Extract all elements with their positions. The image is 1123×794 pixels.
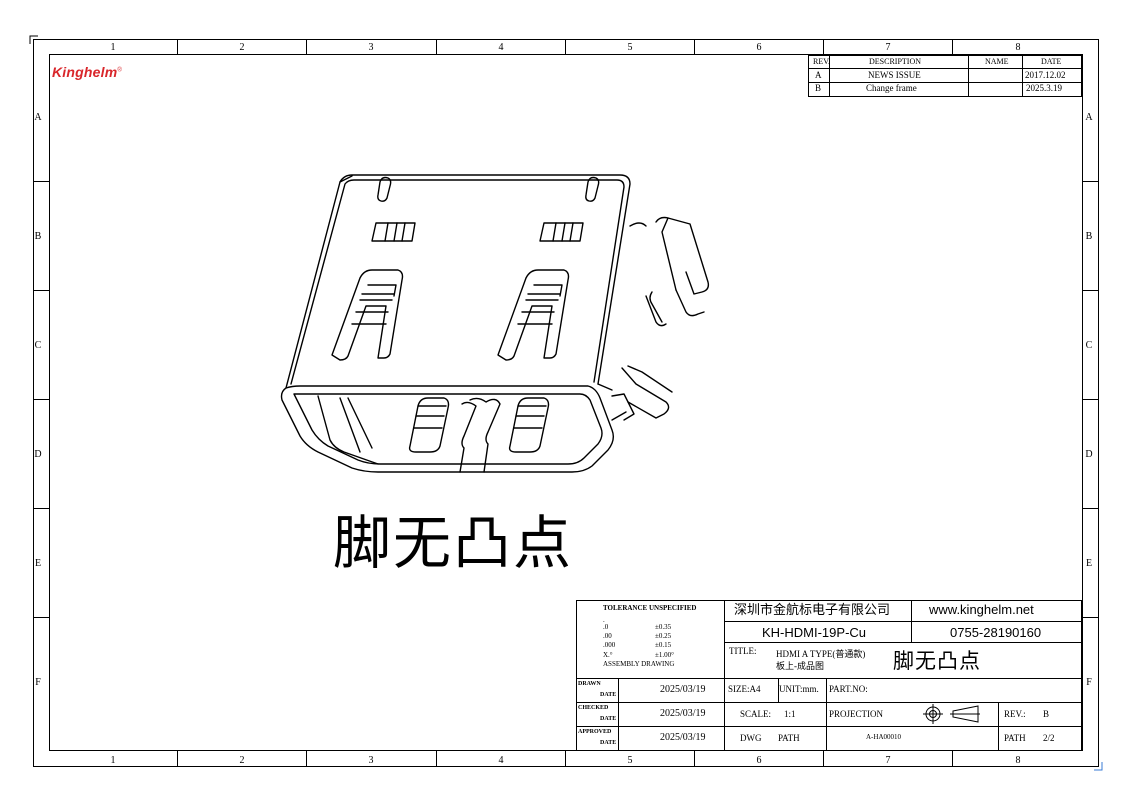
svg-text:1: 1 — [111, 755, 116, 766]
rev-value: B — [1043, 709, 1050, 719]
svg-text:5: 5 — [628, 42, 633, 53]
scale-label: SCALE: — [740, 709, 772, 719]
tolerance-fmt-1: .0 — [603, 623, 609, 631]
sheet-size: SIZE:A4 — [728, 684, 761, 694]
tolerance-val-2: ±0.25 — [655, 632, 672, 640]
scale-value: 1:1 — [784, 709, 796, 719]
title-line-1: HDMI A TYPE(普通款) — [776, 649, 866, 659]
approved-date-label: DATE — [600, 740, 617, 746]
svg-text:3: 3 — [369, 755, 374, 766]
svg-text:3: 3 — [369, 42, 374, 53]
title-block-grid — [576, 600, 1082, 751]
rev-a-description: NEWS ISSUE — [868, 70, 921, 80]
checked-date: 2025/03/19 — [660, 708, 706, 719]
kinghelm-logo: Kinghelm® — [52, 64, 123, 80]
checked-label: CHECKED — [578, 705, 609, 711]
svg-text:6: 6 — [757, 42, 762, 53]
svg-text:A: A — [34, 112, 42, 123]
svg-text:B: B — [1086, 231, 1093, 242]
drawing-note: 脚无凸点 — [333, 509, 574, 577]
svg-text:2: 2 — [240, 755, 245, 766]
rev-b-description: Change frame — [866, 83, 917, 93]
row-ticks — [33, 181, 1099, 618]
part-number: KH-HDMI-19P-Cu — [762, 625, 867, 640]
name-header: NAME — [985, 57, 1009, 66]
projection-label: PROJECTION — [829, 709, 884, 719]
rev-header: REV. — [813, 57, 830, 66]
svg-text:E: E — [35, 558, 41, 569]
svg-text:7: 7 — [886, 42, 891, 53]
tolerance-val-4: ±1.00° — [655, 651, 674, 659]
rev-b-code: B — [815, 83, 822, 93]
corner-mark — [29, 35, 38, 44]
phone-number: 0755-28190160 — [950, 625, 1042, 640]
svg-text:4: 4 — [499, 42, 504, 53]
drawn-date-label: DATE — [600, 692, 617, 698]
checked-date-label: DATE — [600, 716, 617, 722]
svg-text:6: 6 — [757, 755, 762, 766]
svg-text:4: 4 — [499, 755, 504, 766]
approved-date: 2025/03/19 — [660, 732, 706, 743]
website: www.kinghelm.net — [929, 602, 1034, 617]
svg-text:D: D — [34, 449, 41, 460]
svg-text:C: C — [1086, 340, 1093, 351]
title-label: TITLE: — [729, 646, 757, 656]
rev-a-code: A — [815, 70, 822, 80]
tolerance-fmt-4: X.° — [603, 651, 613, 659]
description-header: DESCRIPTION — [869, 57, 922, 66]
date-header: DATE — [1041, 57, 1062, 66]
tolerance-fmt-2: .00 — [603, 632, 612, 640]
svg-text:2: 2 — [240, 42, 245, 53]
tolerance-val-1: ±0.35 — [655, 623, 672, 631]
column-ticks — [177, 39, 953, 767]
part-no-label: PART.NO: — [829, 684, 868, 694]
company-name: 深圳市金航标电子有限公司 — [734, 602, 891, 617]
svg-text:5: 5 — [628, 755, 633, 766]
drawn-date: 2025/03/19 — [660, 684, 706, 695]
drawn-label: DRAWN — [578, 681, 601, 687]
svg-text:B: B — [35, 231, 42, 242]
tolerance-val-3: ±0.15 — [655, 641, 672, 649]
inner-frame — [49, 54, 1083, 751]
revision-table-grid — [808, 55, 1082, 97]
svg-text:1: 1 — [111, 42, 116, 53]
assembly-drawing-label: ASSEMBLY DRAWING — [603, 660, 675, 668]
hdmi-connector-drawing — [280, 174, 710, 473]
row-labels: A B C D E F A B C D E F — [34, 112, 1093, 688]
tolerance-title: TOLERANCE UNSPECIFIED — [603, 604, 697, 612]
title-line-2: 板上-成品图 — [776, 661, 824, 671]
page-number: 2/2 — [1043, 733, 1055, 743]
rev-label: REV.: — [1004, 709, 1026, 719]
svg-text:7: 7 — [886, 755, 891, 766]
path-label: PATH — [778, 733, 800, 743]
svg-text:D: D — [1085, 449, 1092, 460]
tolerance-dot: . — [603, 616, 605, 624]
svg-text:C: C — [35, 340, 42, 351]
dwg-label: DWG — [740, 733, 762, 743]
approved-label: APPROVED — [578, 729, 612, 735]
svg-text:F: F — [35, 677, 41, 688]
column-labels: 1 2 3 4 5 6 7 8 1 2 3 4 5 6 7 8 — [111, 42, 1021, 766]
svg-text:8: 8 — [1016, 42, 1021, 53]
svg-text:8: 8 — [1016, 755, 1021, 766]
svg-text:A: A — [1085, 112, 1093, 123]
tolerance-fmt-3: .000 — [603, 641, 616, 649]
page-path-label: PATH — [1004, 733, 1026, 743]
projection-symbol-icon — [923, 704, 980, 724]
drawing-number: A-HA00010 — [866, 733, 901, 741]
unit-label: UNIT:mm. — [779, 684, 819, 694]
rev-b-date: 2025.3.19 — [1026, 83, 1062, 93]
rev-a-date: 2017.12.02 — [1025, 70, 1066, 80]
svg-text:F: F — [1086, 677, 1092, 688]
corner-mark — [1094, 762, 1103, 771]
svg-text:E: E — [1086, 558, 1092, 569]
title-note: 脚无凸点 — [893, 649, 981, 673]
